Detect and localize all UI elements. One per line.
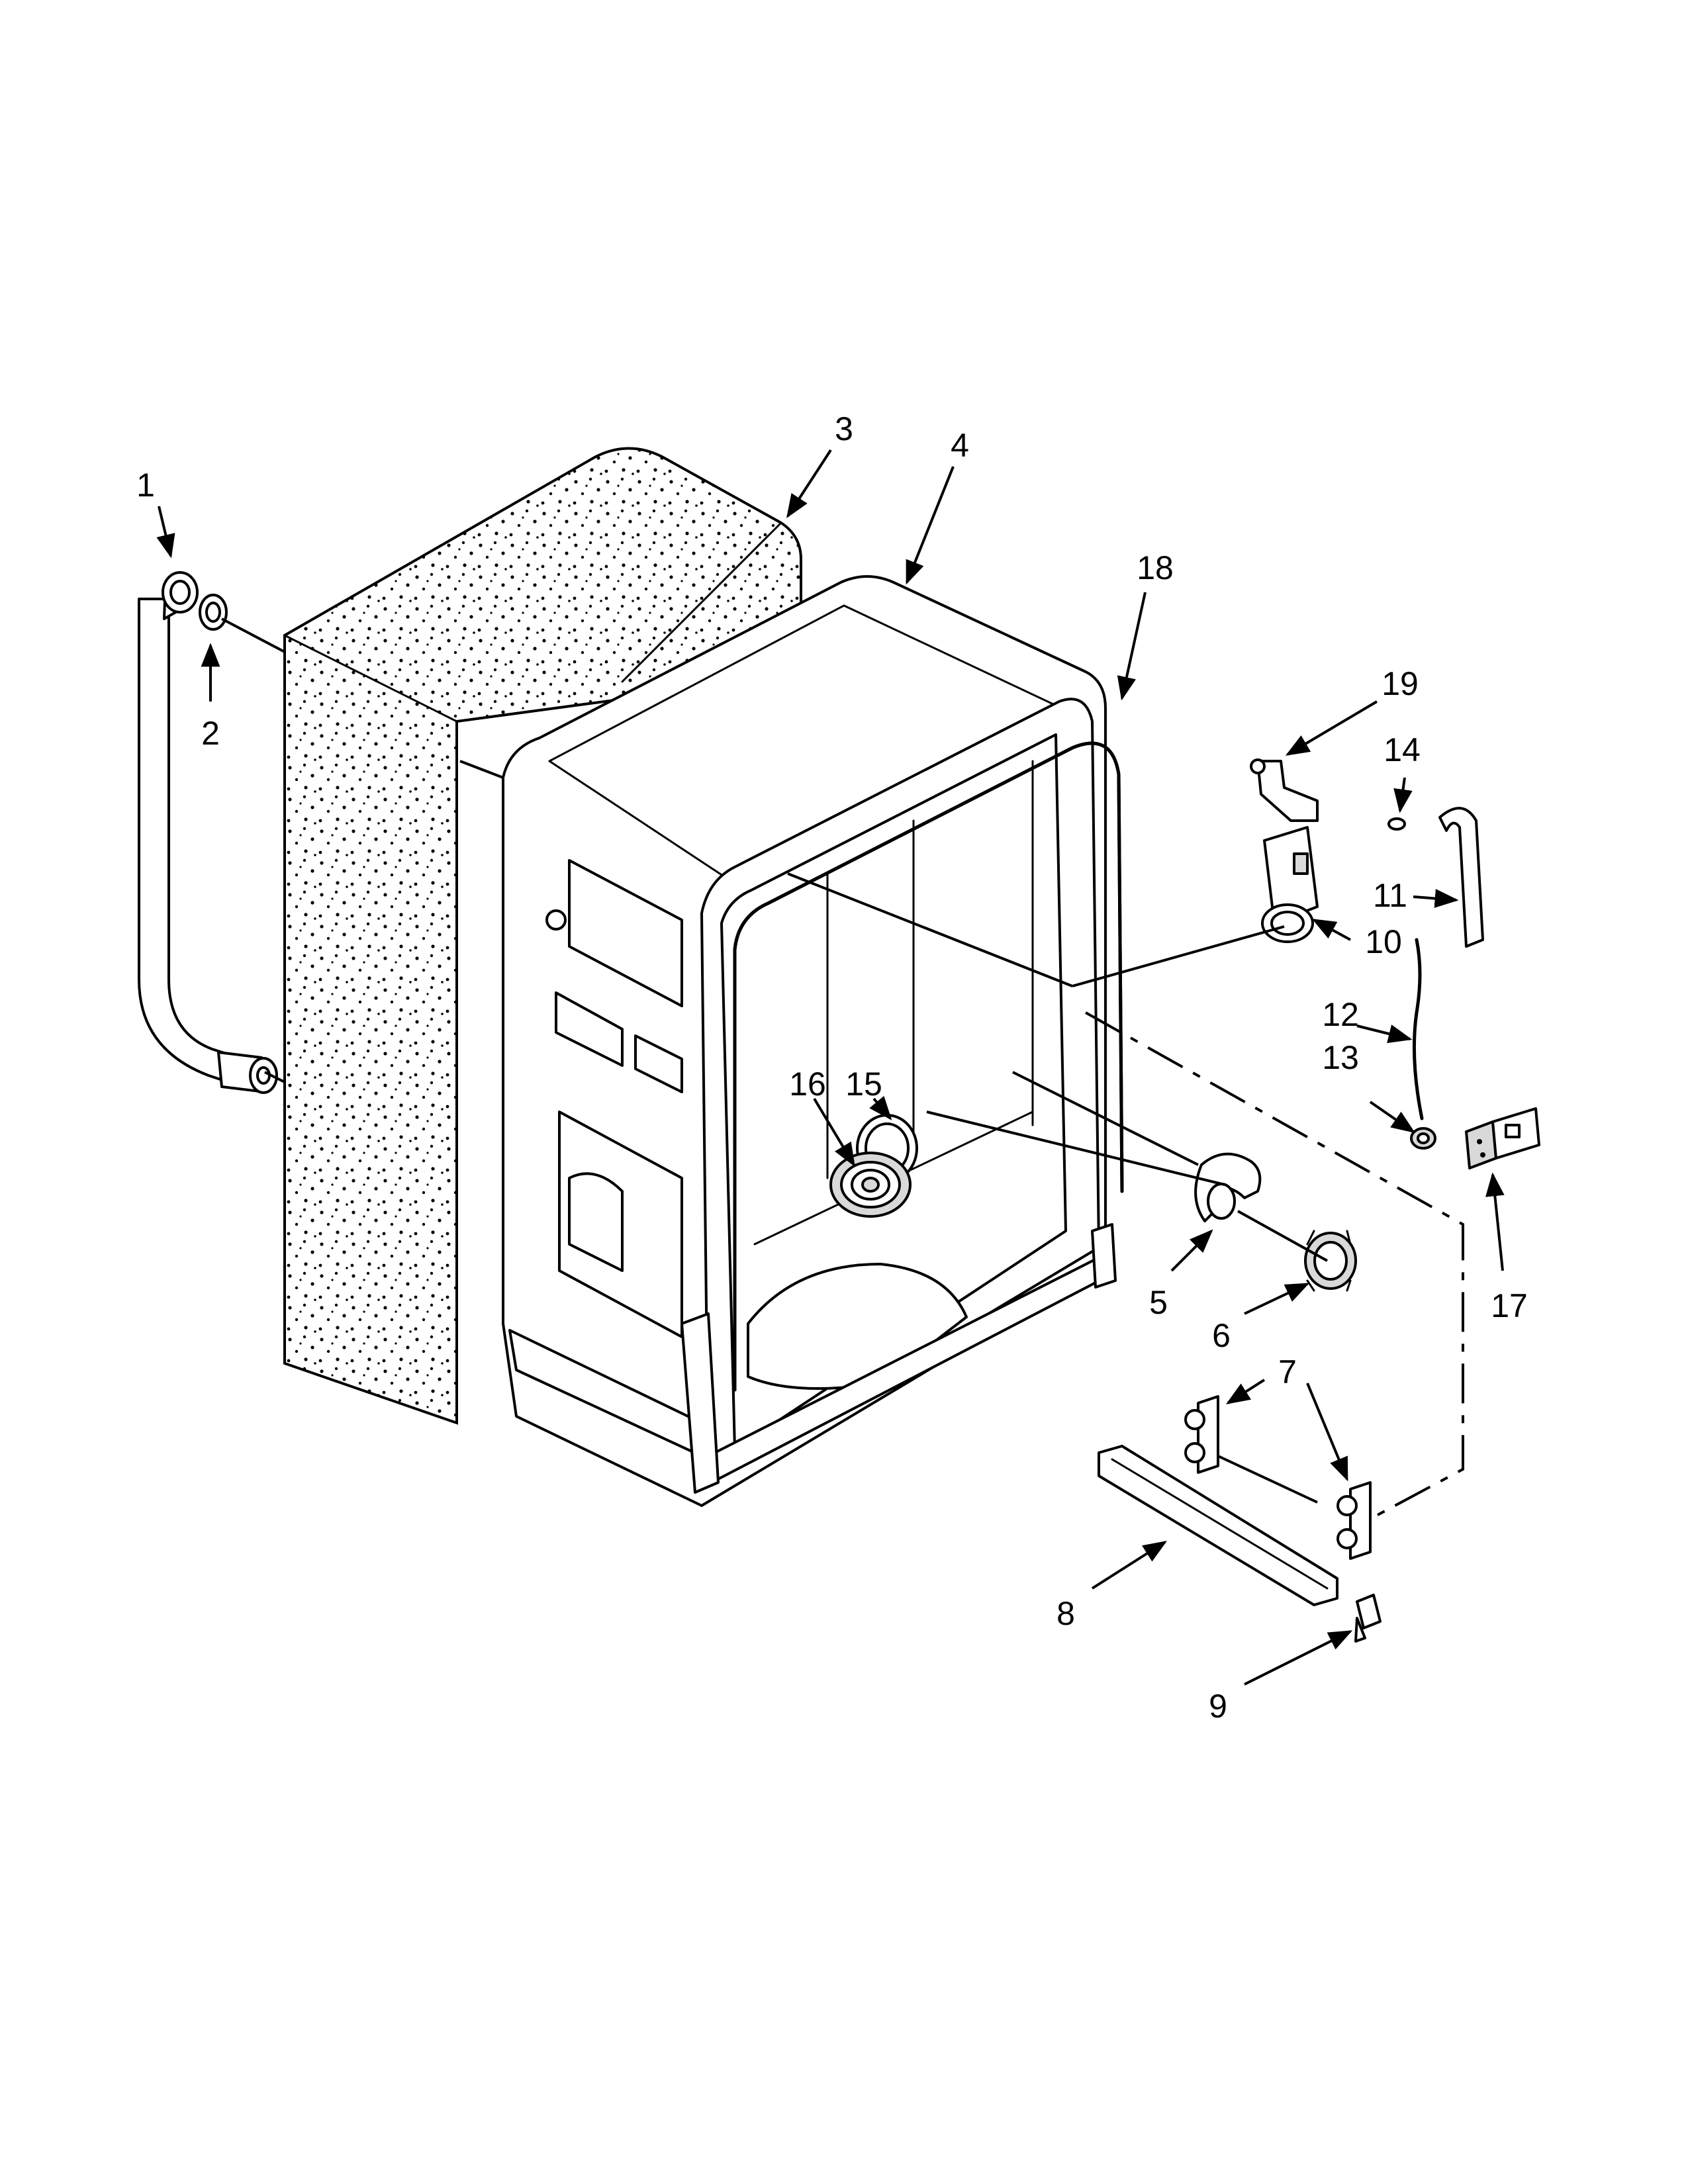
clip-part [1354, 1594, 1382, 1643]
wire-part [1412, 938, 1424, 1120]
fill-hose-part [138, 571, 278, 1094]
callout-7: 7 [1278, 1353, 1297, 1390]
drain-cover-part [829, 1152, 912, 1218]
vent-housing-part [1261, 826, 1319, 943]
callout-17: 17 [1491, 1287, 1528, 1324]
vent-hose-part [1438, 807, 1484, 948]
callout-11: 11 [1373, 877, 1407, 914]
callout-leaders [156, 449, 1505, 1686]
hinge-plate-part [1465, 1107, 1540, 1169]
callout-4: 4 [951, 427, 969, 464]
callout-12: 12 [1322, 996, 1359, 1033]
tub-part [502, 575, 1117, 1507]
leg-bracket-part [1184, 1395, 1372, 1560]
callout-18: 18 [1137, 549, 1174, 586]
callout-1: 1 [136, 467, 155, 504]
callout-labels: 1 2 3 4 5 6 7 8 9 10 11 12 13 14 15 16 1… [136, 410, 1528, 1725]
door-gasket-part [733, 741, 1124, 1392]
callout-5: 5 [1149, 1284, 1168, 1321]
callout-10: 10 [1365, 923, 1402, 960]
rail-part [1098, 1445, 1338, 1606]
callout-3: 3 [835, 410, 853, 447]
mounting-bracket-part [1194, 1152, 1262, 1222]
callout-14: 14 [1383, 731, 1421, 768]
terminal-part [1410, 1127, 1436, 1150]
callout-6: 6 [1212, 1317, 1231, 1354]
clamp-part [1387, 817, 1406, 831]
assembly-lines [221, 617, 1464, 1520]
callout-19: 19 [1382, 665, 1419, 702]
latch-part [1250, 758, 1319, 822]
callout-9: 9 [1209, 1688, 1227, 1725]
nut-part [1304, 1230, 1357, 1292]
seal-ring-part [199, 594, 228, 631]
callout-8: 8 [1056, 1595, 1075, 1632]
callout-13: 13 [1322, 1039, 1359, 1076]
callout-16: 16 [789, 1066, 826, 1103]
callout-15: 15 [845, 1066, 882, 1103]
callout-2: 2 [201, 715, 220, 752]
